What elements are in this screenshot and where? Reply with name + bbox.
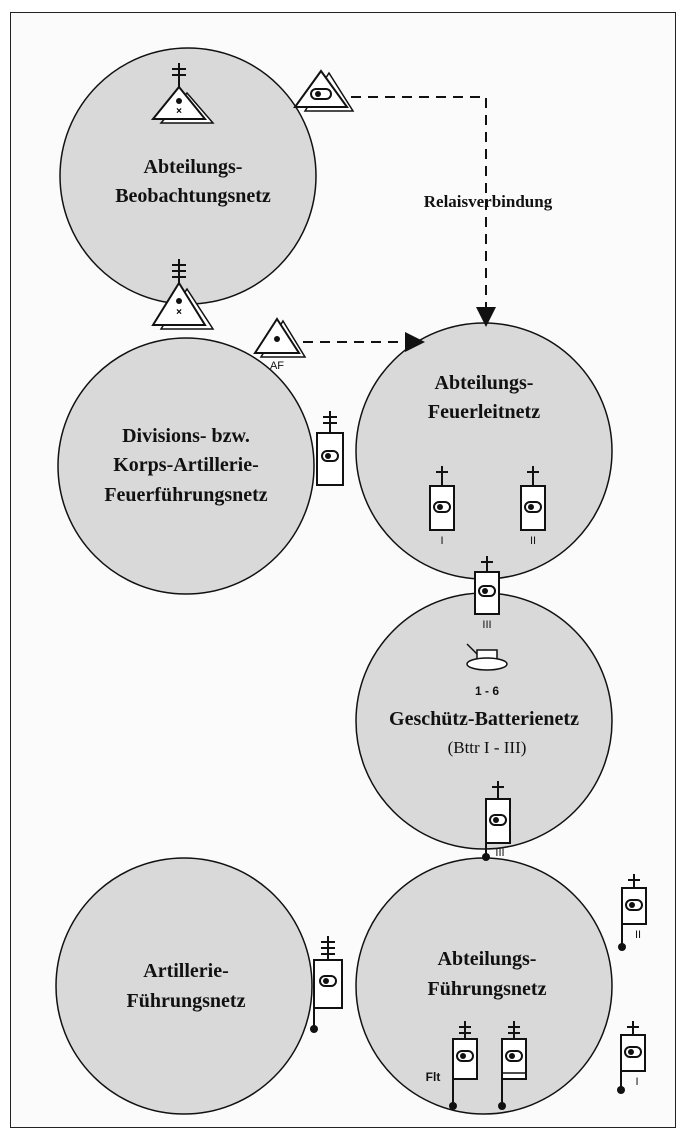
observation-station-icon: ×	[150, 63, 215, 124]
radio-set-icon-fuehrung-ii: II	[618, 874, 647, 951]
radio-set-icon-flt: Flt	[426, 1021, 478, 1110]
net-circle-divisions	[57, 337, 315, 595]
net-circle-artillerie	[55, 857, 313, 1115]
svg-text:×: ×	[176, 106, 182, 117]
af-label: AF	[270, 360, 284, 372]
af-station-icon: AF	[253, 317, 307, 372]
radio-bttr-iii-label: III	[495, 847, 504, 859]
radio-iii-label: III	[482, 619, 491, 631]
radio-set-icon-divisions	[316, 411, 344, 486]
radio-set-icon-fuehrung-double	[498, 1021, 527, 1110]
svg-text:×: ×	[176, 307, 182, 318]
network-diagram: Abteilungs- Beobachtungsnetz Relaisverbi…	[55, 47, 647, 1115]
radio-set-icon-iii: III	[474, 556, 500, 631]
label-geschuetz-1: Geschütz-Batterienetz	[389, 708, 579, 730]
radio-fuehrung-i-label: I	[635, 1076, 638, 1088]
label-beobachtung-1: Abteilungs-	[144, 156, 243, 178]
label-divisions-3: Feuerführungsnetz	[104, 484, 267, 506]
label-artillerie-2: Führungsnetz	[127, 990, 246, 1012]
observation-station-icon-lower: ×	[151, 259, 215, 330]
radio-set-icon-ii: II	[520, 466, 546, 547]
radio-set-icon-artillerie	[310, 936, 343, 1033]
gun-icon	[466, 643, 508, 671]
label-geschuetz-sub: (Bttr I - III)	[448, 738, 527, 757]
label-fuehrung-2: Führungsnetz	[428, 978, 547, 1000]
net-circle-feuerleit	[355, 322, 613, 580]
label-feuerleit-1: Abteilungs-	[435, 372, 534, 394]
diagram-frame: Abteilungs- Beobachtungsnetz Relaisverbi…	[10, 12, 676, 1128]
radio-set-icon-i: I	[429, 466, 455, 547]
label-feuerleit-2: Feuerleitnetz	[428, 401, 540, 423]
radio-ii-label: II	[530, 535, 536, 547]
radio-i-label: I	[440, 535, 443, 547]
relay-station-icon	[293, 69, 355, 112]
relay-label: Relaisverbindung	[424, 192, 553, 211]
radio-fuehrung-ii-label: II	[635, 929, 641, 941]
radio-set-icon-fuehrung-i: I	[617, 1021, 646, 1094]
label-beobachtung-2: Beobachtungsnetz	[115, 185, 271, 207]
flt-label: Flt	[426, 1070, 441, 1084]
label-artillerie-1: Artillerie-	[143, 960, 229, 982]
label-divisions-2: Korps-Artillerie-	[113, 454, 259, 476]
label-fuehrung-1: Abteilungs-	[438, 948, 537, 970]
label-gun-range: 1 - 6	[475, 684, 499, 698]
radio-set-icon-bttr-iii: III	[482, 781, 511, 861]
label-divisions-1: Divisions- bzw.	[122, 425, 250, 447]
